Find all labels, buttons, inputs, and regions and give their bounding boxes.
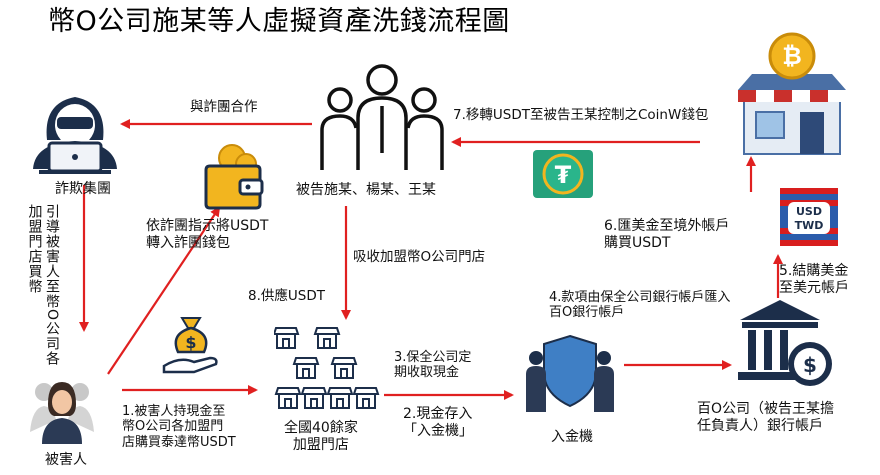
- atm-security-icon: [526, 334, 614, 412]
- induce-label-line2: 各加盟門店買幣: [26, 204, 61, 367]
- step6-label: 6.匯美金至境外帳戶購買USDT: [604, 218, 730, 251]
- exchange-store-icon: ₿: [738, 32, 846, 155]
- step3-label: 3.保全公司定期收取現金: [394, 350, 472, 381]
- svg-text:₮: ₮: [555, 161, 572, 189]
- recruit-label: 吸收加盟幣O公司門店: [353, 249, 486, 265]
- twd-text: TWD: [795, 219, 824, 232]
- victim-icon: [30, 382, 94, 444]
- stores-label: 全國40餘家加盟門店: [284, 420, 358, 453]
- supply-label: 8.供應USDT: [248, 288, 325, 304]
- victim-label: 被害人: [45, 452, 87, 468]
- atm-label: 入金機: [551, 429, 593, 445]
- induce-label: 引導被害人至幣O公司各加盟門店買幣: [22, 204, 61, 374]
- usd-twd-icon: USD TWD: [780, 188, 838, 246]
- cooperate-label: 與詐團合作: [190, 99, 258, 115]
- diagram-title: 幣O公司施某等人虛擬資產洗錢流程圖: [48, 6, 510, 37]
- step5-label: 5.結購美金至美元帳戶: [779, 263, 849, 296]
- bank-icon: $: [738, 300, 832, 386]
- fraud-group-label: 詐欺集團: [55, 181, 111, 197]
- induce-label-line1: 引導被害人至幣O公司: [44, 204, 60, 352]
- step2-label: 2.現金存入「入金機」: [403, 406, 473, 439]
- tether-icon: ₮: [533, 150, 593, 198]
- defendants-label: 被告施某、楊某、王某: [296, 182, 436, 198]
- svg-text:$: $: [803, 353, 817, 377]
- money-bag-icon: $: [162, 317, 218, 374]
- bank-label: 百O公司（被告王某擔任負責人）銀行帳戶: [697, 401, 835, 434]
- svg-text:$: $: [185, 333, 196, 352]
- usd-text: USD: [796, 205, 822, 218]
- svg-text:₿: ₿: [782, 42, 802, 70]
- stores-icon: [274, 327, 380, 409]
- hacker-icon: [33, 97, 117, 174]
- defendants-icon: [320, 64, 444, 170]
- wallet-icon: [204, 144, 264, 210]
- step7-label: 7.移轉USDT至被告王某控制之CoinW錢包: [453, 107, 709, 123]
- step1-label: 1.被害人持現金至幣O公司各加盟門店購買泰達幣USDT: [122, 404, 236, 450]
- arrow-victim-to-wallet: [107, 206, 221, 375]
- step4-label: 4.款項由保全公司銀行帳戶匯入百O銀行帳戶: [549, 290, 731, 321]
